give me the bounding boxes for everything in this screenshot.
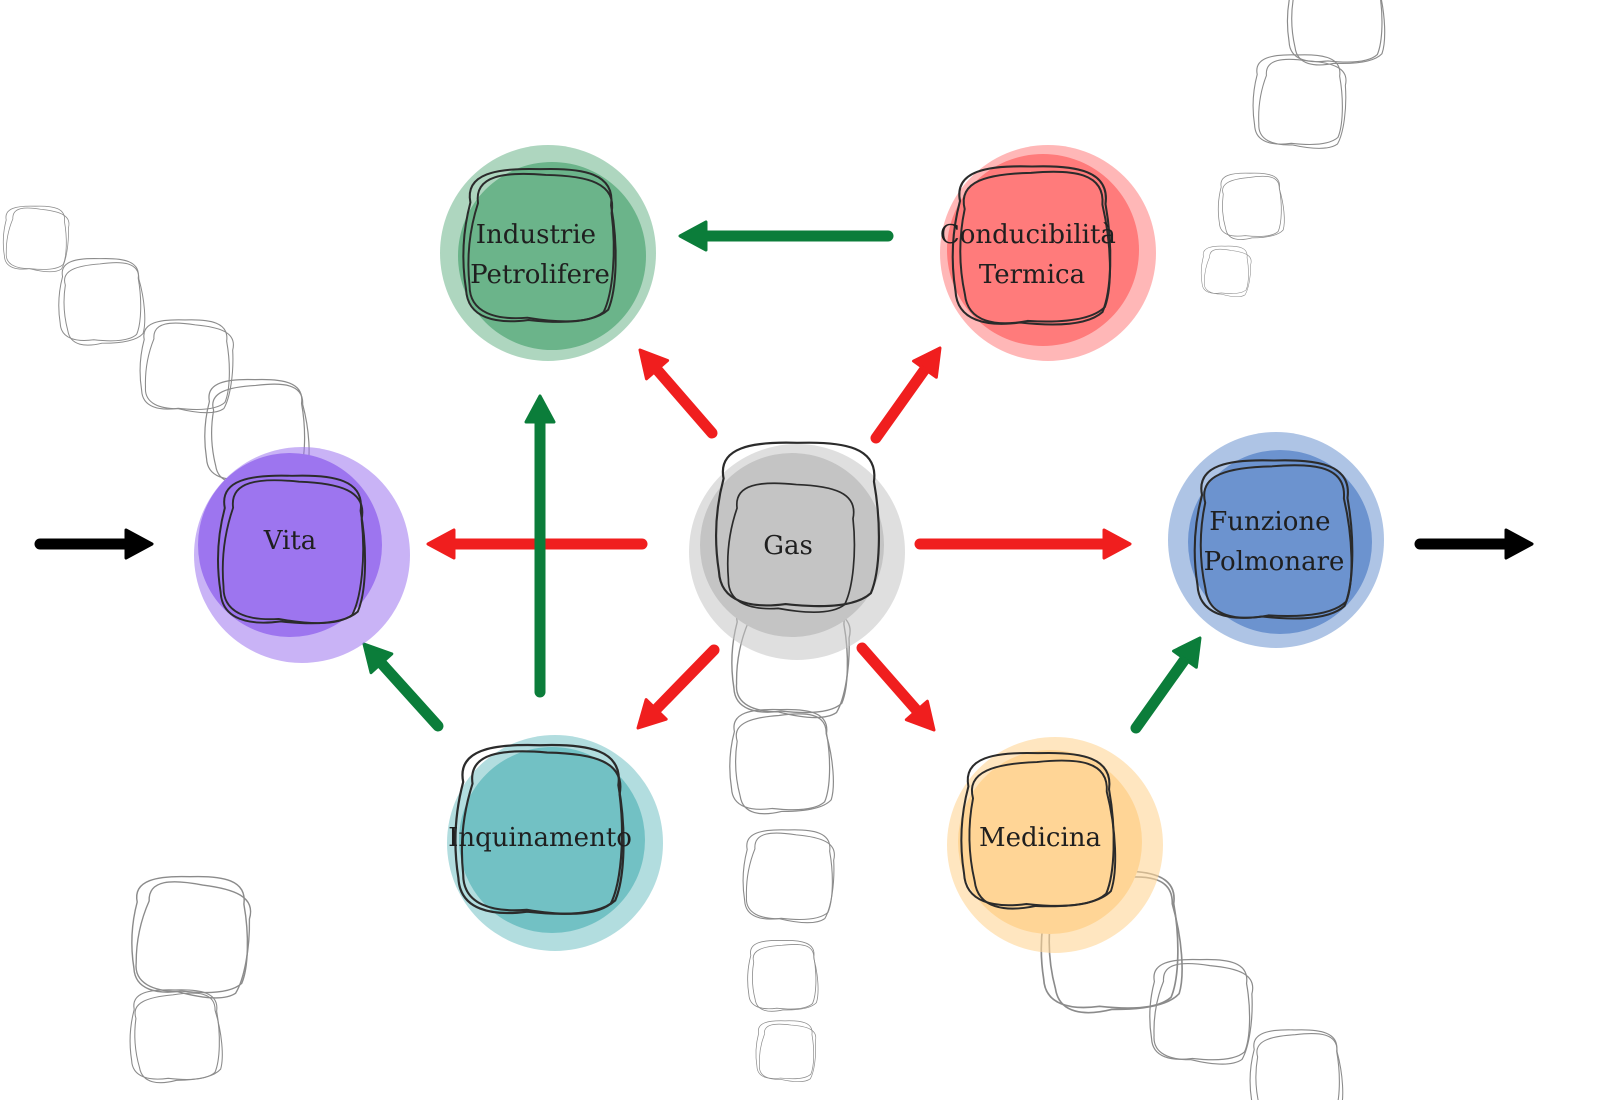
node-label-line1: Conducibilità [940,220,1116,250]
arrow-inquinamento-to-industrie [524,394,556,698]
arrow-shaft [649,644,720,717]
node-label-line1: Inquinamento [448,823,632,853]
arrows-layer [34,220,1534,734]
node-label-line2: Polmonare [1204,547,1345,577]
node-core [958,750,1142,934]
arrow-gas-to-inquinamento [636,644,720,730]
arrow-conducibilita-to-industrie [678,220,894,252]
node-label-line1: Gas [763,531,813,561]
arrow-shaft [650,362,718,439]
arrow-head [636,698,668,730]
node-label: Vita [263,526,317,556]
arrow-head [1102,528,1132,560]
node-funzione-polmonare[interactable]: Funzione Polmonare [1168,432,1384,648]
arrow-head [912,346,942,379]
arrow-shaft [374,656,444,732]
arrow-gas-to-medicina [856,642,936,732]
arrow-medicina-to-funzione [1130,636,1202,734]
node-conducibilita-termica[interactable]: Conducibilità Termica [940,145,1156,361]
arrow-gas-to-vita [426,528,648,560]
arrow-shaft [856,642,924,718]
node-core [947,154,1139,346]
arrow-head [1504,528,1534,560]
arrow-shaft [870,362,932,444]
node-label: Industrie Petrolifere [470,220,610,290]
node-medicina[interactable]: Medicina [947,737,1163,953]
node-inquinamento[interactable]: Inquinamento [447,735,663,951]
node-core [458,162,646,350]
node-label-line1: Medicina [979,823,1101,853]
node-label: Conducibilità Termica [940,220,1124,290]
node-label-line2: Petrolifere [470,260,610,290]
arrow-gas-to-industrie [638,348,718,439]
arrow-head [524,394,556,424]
node-label-line1: Funzione [1209,507,1330,537]
arrow-head [362,642,394,675]
arrow-funzione-to-right-edge [1414,528,1534,560]
arrow-left-edge-to-vita [34,528,154,560]
arrow-head [638,348,670,381]
node-label-line1: Vita [263,526,317,556]
node-label: Medicina [979,823,1101,853]
node-core [198,453,382,637]
node-core [1188,450,1372,634]
arrow-shaft [1130,652,1192,734]
arrow-head [904,699,936,732]
node-label: Funzione Polmonare [1204,507,1345,577]
node-vita[interactable]: Vita [194,447,410,663]
arrow-inquinamento-to-vita [362,642,444,732]
arrow-head [124,528,154,560]
node-industrie-petrolifere[interactable]: Industrie Petrolifere [440,145,656,361]
node-core [459,747,645,933]
node-core [700,453,884,637]
node-gas[interactable]: Gas [689,441,905,660]
node-label: Gas [763,531,813,561]
arrow-head [426,528,456,560]
arrow-gas-to-funzione [914,528,1132,560]
node-label-line1: Industrie [476,220,596,250]
node-label-line2: Termica [979,260,1085,290]
arrow-head [1172,636,1202,669]
arrow-gas-to-conducibilita [870,346,942,444]
arrow-head [678,220,708,252]
node-label: Inquinamento [448,823,632,853]
